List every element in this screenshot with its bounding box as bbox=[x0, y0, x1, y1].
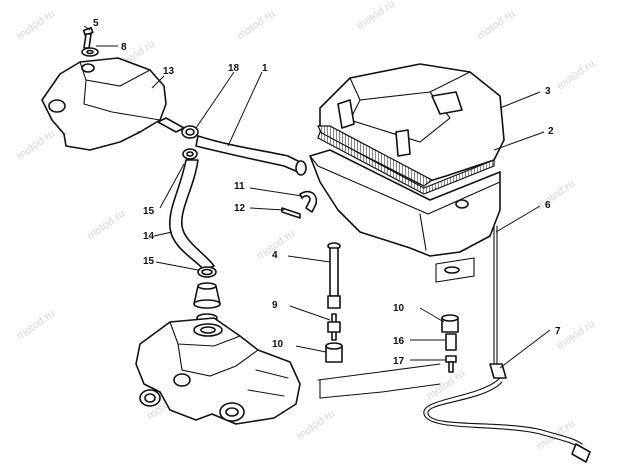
filter-element-part-2 bbox=[317, 125, 495, 195]
watermark-text: motod.ru bbox=[15, 128, 57, 163]
callout-14: 14 bbox=[143, 231, 155, 242]
watermark-text: motod.ru bbox=[535, 418, 577, 453]
callout-15-lower: 15 bbox=[143, 256, 155, 267]
pin-part-12 bbox=[281, 207, 301, 219]
callout-10-right: 10 bbox=[393, 303, 405, 314]
grommet-part-10-left bbox=[325, 342, 343, 363]
spacer-part-16 bbox=[445, 333, 457, 351]
callout-11: 11 bbox=[234, 181, 245, 192]
clamp-part-18 bbox=[181, 125, 199, 139]
crankcase-housing bbox=[135, 317, 301, 425]
watermark-text: motod.ru bbox=[555, 58, 597, 93]
callout-18: 18 bbox=[228, 63, 240, 74]
watermark-text: motod.ru bbox=[475, 8, 517, 43]
grommet-part-10-right bbox=[441, 314, 459, 333]
callout-5: 5 bbox=[93, 18, 99, 29]
callout-2: 2 bbox=[548, 126, 554, 137]
callout-1: 1 bbox=[262, 63, 268, 74]
breather-fitting bbox=[193, 282, 221, 323]
clamp-part-15-lower bbox=[197, 266, 217, 278]
washer-part-8 bbox=[81, 47, 99, 57]
clamp-part-11 bbox=[299, 190, 318, 213]
callout-8: 8 bbox=[121, 42, 127, 53]
hose-part-14 bbox=[169, 159, 215, 271]
callout-9: 9 bbox=[272, 300, 278, 311]
bolt-part-5 bbox=[82, 26, 94, 49]
watermark-text: motod.ru bbox=[295, 408, 337, 443]
callout-16: 16 bbox=[393, 336, 405, 347]
watermark-text: motod.ru bbox=[15, 8, 57, 43]
watermark-text: motod.ru bbox=[15, 308, 57, 343]
hose-part-1 bbox=[195, 135, 307, 176]
watermark-text: motod.ru bbox=[85, 208, 127, 243]
callout-4: 4 bbox=[272, 250, 278, 261]
leader-lines bbox=[83, 25, 551, 369]
callout-17: 17 bbox=[393, 356, 405, 367]
watermark-text: motod.ru bbox=[555, 318, 597, 353]
airbox-base bbox=[309, 149, 501, 257]
stud-part-4 bbox=[327, 242, 341, 309]
stud-part-9 bbox=[327, 313, 341, 341]
callout-13: 13 bbox=[163, 66, 175, 77]
breather-tank-part-13 bbox=[41, 57, 185, 151]
callout-6: 6 bbox=[545, 200, 551, 211]
callout-3: 3 bbox=[545, 86, 551, 97]
callout-10-left: 10 bbox=[272, 339, 284, 350]
drain-tube-part-7 bbox=[423, 225, 591, 463]
watermark-text: motod.ru bbox=[355, 0, 397, 32]
callout-12: 12 bbox=[234, 203, 246, 214]
watermark-text: motod.ru bbox=[535, 178, 577, 213]
watermark-text: motod.ru bbox=[235, 8, 277, 43]
callout-7: 7 bbox=[555, 326, 561, 337]
callout-labels: 5 8 13 18 1 3 2 6 11 12 15 14 15 4 9 10 … bbox=[93, 18, 561, 367]
callout-15-upper: 15 bbox=[143, 206, 155, 217]
frame-rail bbox=[317, 257, 475, 399]
clamp-part-15-upper bbox=[182, 148, 198, 160]
screw-part-17 bbox=[445, 355, 457, 373]
